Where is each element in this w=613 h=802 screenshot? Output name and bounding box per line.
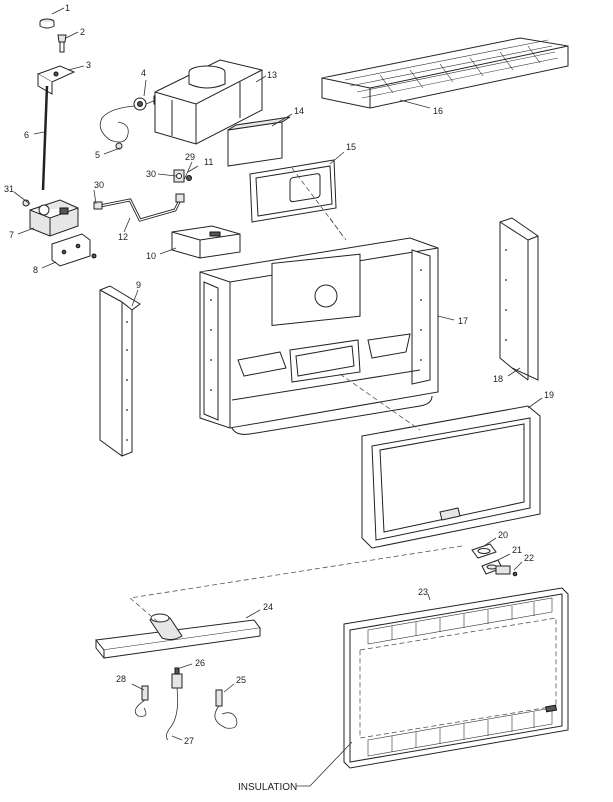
leader-lines	[13, 7, 543, 787]
callout-24: 24	[263, 602, 273, 612]
callout-1: 1	[65, 3, 70, 13]
callout-8: 8	[33, 265, 38, 275]
part-26-thermocouple-bracket	[171, 667, 183, 689]
part-2-stem	[57, 34, 67, 53]
part-28-igniter	[134, 685, 149, 717]
callout-30-upper: 30	[146, 169, 156, 179]
part-16-top-grille	[321, 37, 569, 109]
part-1-knob	[39, 18, 55, 29]
part-15-access-panel	[249, 159, 337, 223]
part-10-bracket	[171, 225, 241, 259]
insulation-label: INSULATION	[238, 782, 297, 793]
callout-17: 17	[458, 316, 468, 326]
callout-26: 26	[195, 658, 205, 668]
callout-7: 7	[9, 230, 14, 240]
callout-13: 13	[267, 70, 277, 80]
callout-6: 6	[24, 130, 29, 140]
part-11-nut	[186, 175, 192, 181]
part-17-cabinet	[199, 237, 439, 435]
part-7-gas-valve	[22, 199, 79, 237]
part-22-screw-assembly	[495, 565, 518, 577]
part-13-hood	[154, 59, 263, 145]
callout-3: 3	[86, 60, 91, 70]
part-8-bracket	[51, 233, 97, 267]
callout-15: 15	[346, 142, 356, 152]
part-18-right-side-panel	[499, 217, 539, 381]
part-24-burner-rail	[95, 613, 261, 659]
callout-11: 11	[204, 157, 213, 167]
part-27-wire	[166, 687, 179, 741]
callout-16: 16	[433, 106, 443, 116]
part-19-glass-frame	[361, 405, 541, 549]
callout-2: 2	[80, 27, 85, 37]
callout-20: 20	[498, 530, 508, 540]
callout-18: 18	[493, 374, 503, 384]
callout-19: 19	[544, 390, 554, 400]
callout-labels: 1 2 3 4 5 6 7 8 9 10 11 12 13 14 15 16 1…	[4, 3, 554, 793]
part-9-left-side-panel	[99, 285, 141, 457]
part-25-coil	[214, 689, 238, 729]
callout-28: 28	[116, 674, 126, 684]
callout-4: 4	[141, 68, 146, 78]
part-3-bracket	[36, 65, 76, 95]
part-20-gasket	[471, 543, 497, 559]
callout-5: 5	[95, 150, 100, 160]
callout-9: 9	[136, 280, 141, 290]
callout-27: 27	[184, 736, 194, 746]
callout-10: 10	[146, 251, 156, 261]
assembly-lines	[129, 167, 463, 623]
part-12-gas-line	[93, 193, 185, 222]
callout-23: 23	[418, 587, 428, 597]
part-14-panel	[227, 116, 291, 167]
part-6-rod	[41, 85, 49, 191]
callout-25: 25	[236, 675, 246, 685]
callout-22: 22	[524, 553, 534, 563]
callout-29: 29	[185, 152, 195, 162]
part-4-5-coil	[99, 95, 161, 150]
part-23-front-grille	[343, 587, 569, 769]
callout-31: 31	[4, 184, 14, 194]
callout-30-lower: 30	[94, 180, 104, 190]
callout-21: 21	[512, 545, 522, 555]
callout-14: 14	[294, 106, 304, 116]
callout-12: 12	[118, 232, 128, 242]
